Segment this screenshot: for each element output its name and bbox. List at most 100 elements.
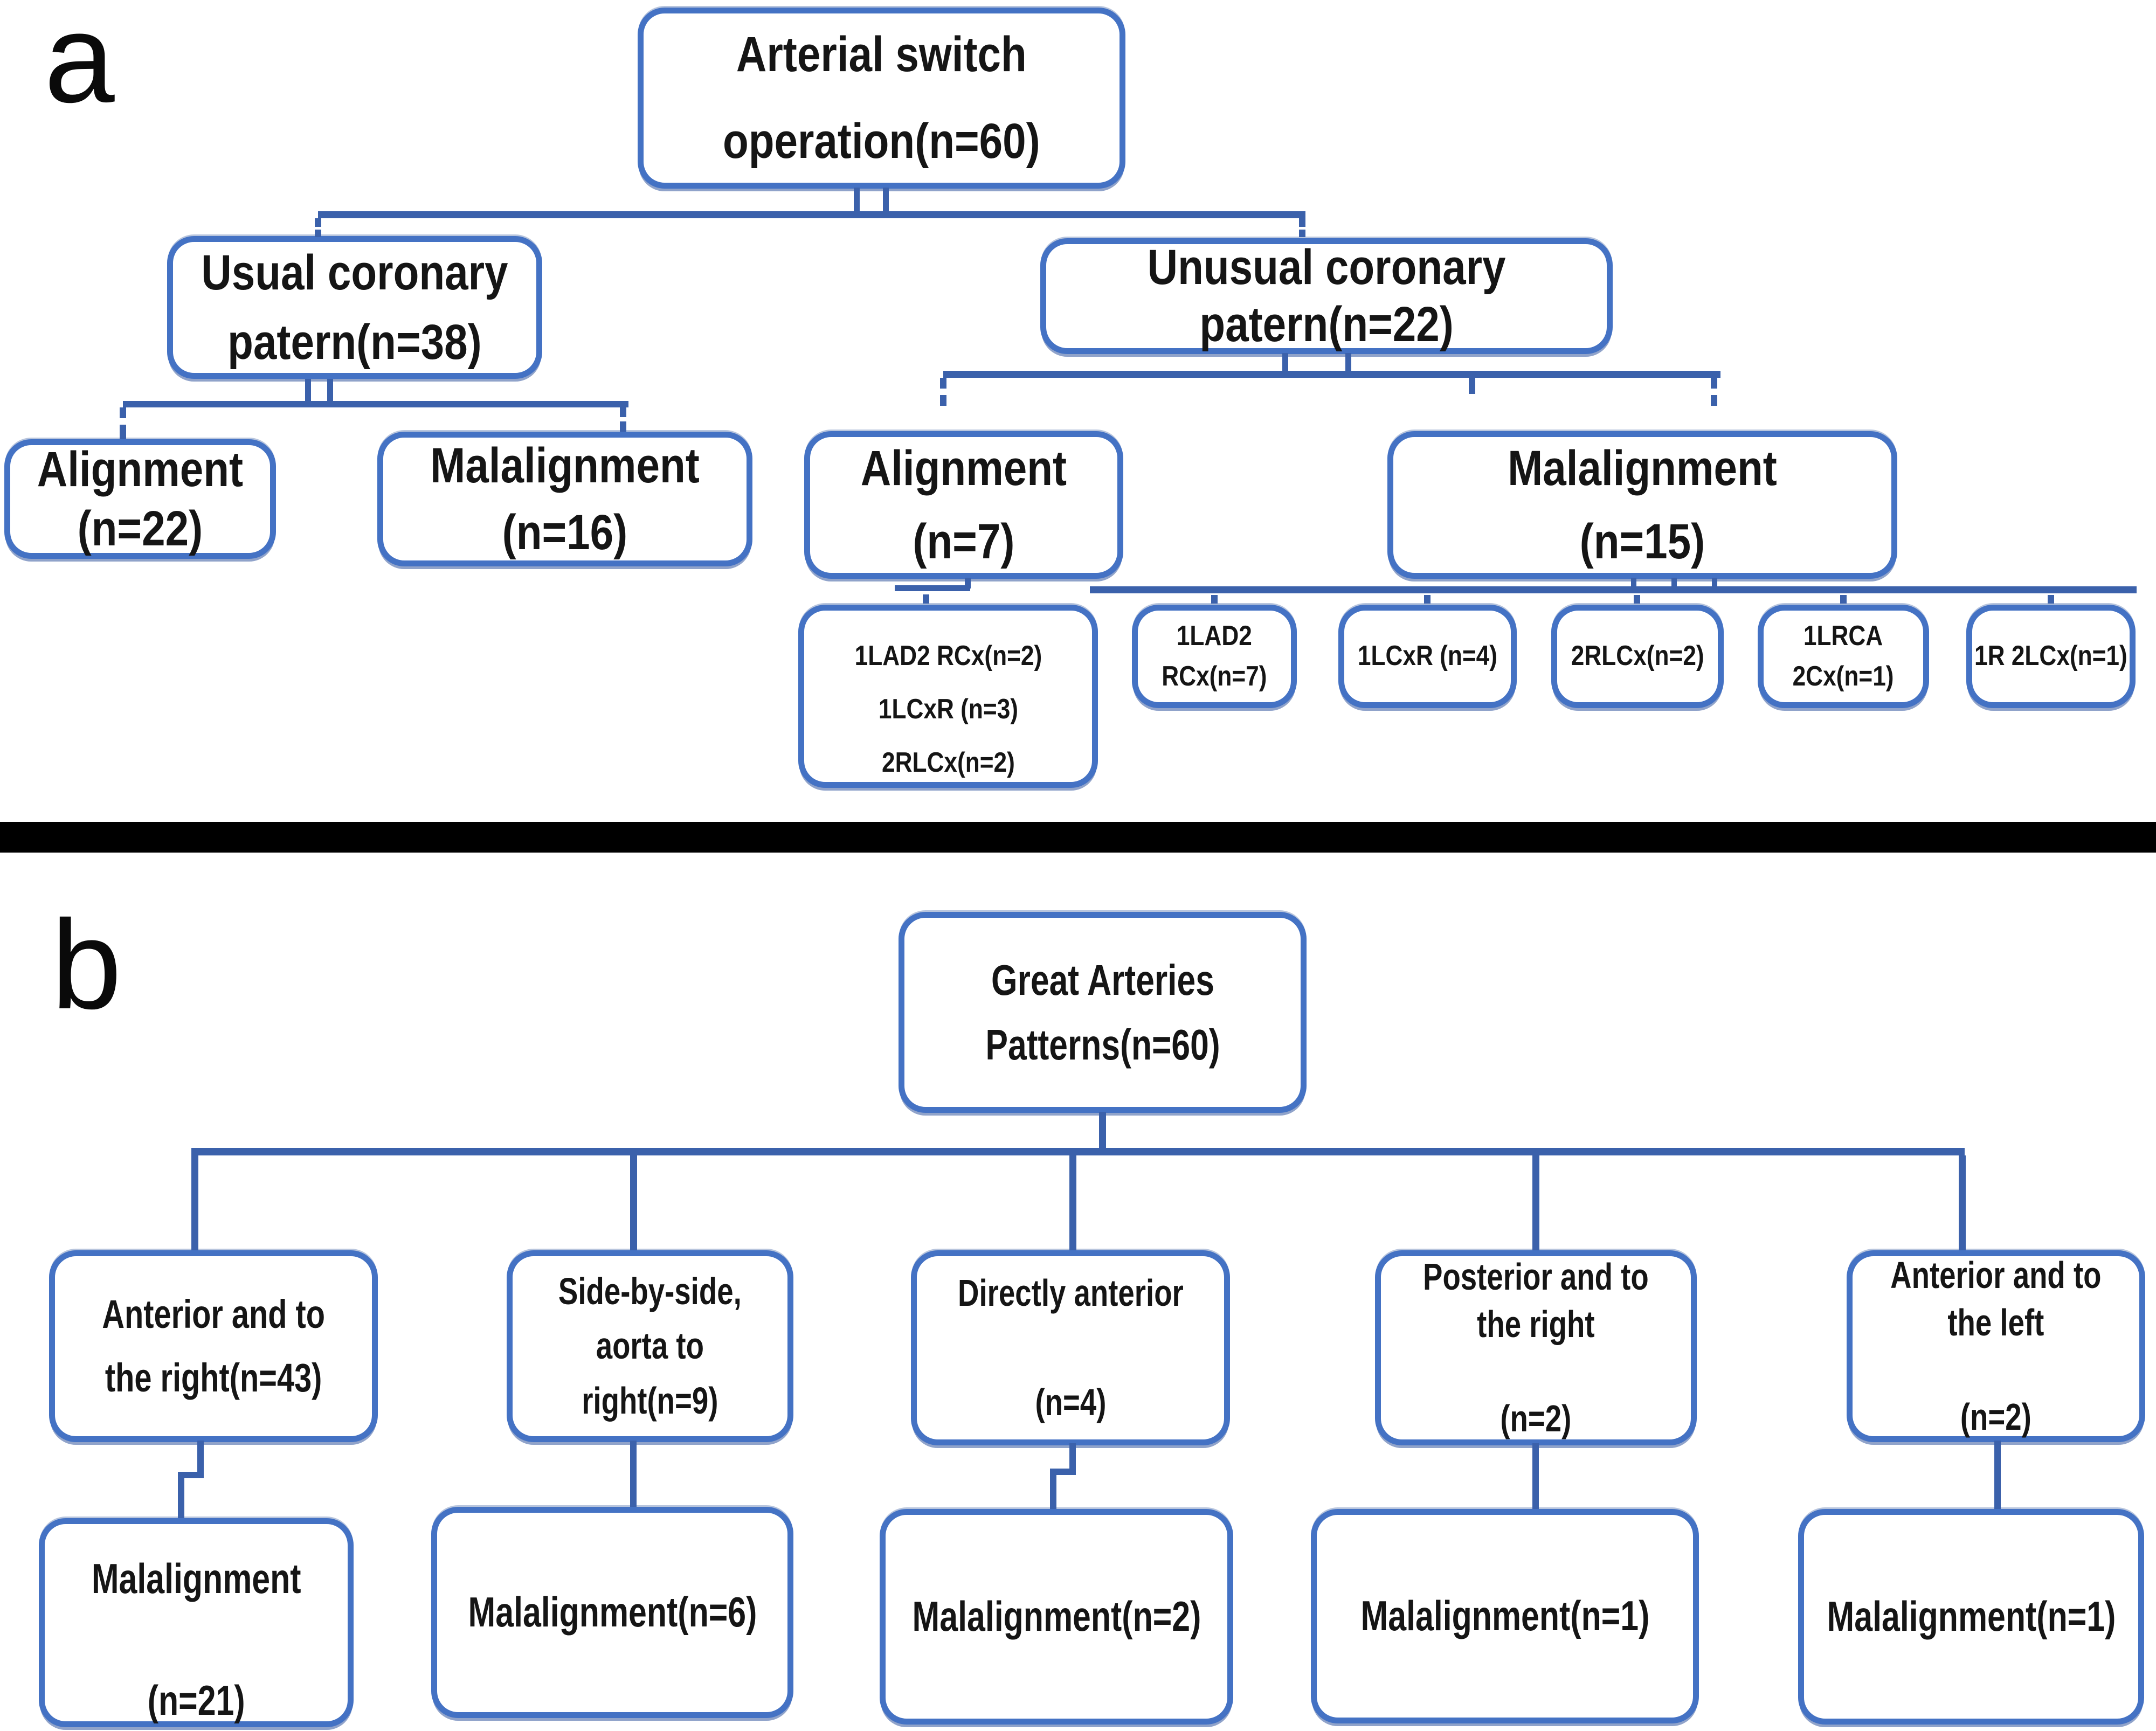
node-b-pattern-1: Anterior and to the right(n=43) [49,1250,378,1442]
node-b-pattern-5: Anterior and to the left (n=2) [1847,1250,2145,1442]
connector-line [1345,353,1351,375]
node-b-malalignment-5-label: Malalignment(n=1) [1827,1592,2116,1640]
connector-line [1299,218,1305,227]
connector-line [197,1441,204,1477]
connector-line [630,1441,637,1507]
connector-line [1069,1155,1076,1250]
node-a-usual-pattern: Usual coronary patern(n=38) [167,236,542,379]
connector-line [1050,1474,1056,1509]
node-a-unusual-malalignment: Malalignment (n=15) [1387,431,1897,579]
connector-line [318,211,1305,218]
node-b-pattern-4-label: Posterior and to the right (n=2) [1423,1256,1649,1439]
connector-line [1994,1441,2001,1509]
node-b-malalignment-3-label: Malalignment(n=2) [912,1592,1201,1640]
node-b-malalignment-2-label: Malalignment(n=6) [468,1588,757,1636]
node-a-alignment-subtypes-label: 1LAD2 RCx(n=2) 1LCxR (n=3) 2RLCx(n=2) [854,640,1042,778]
connector-line [1959,1155,1966,1250]
connector-line [854,188,860,213]
node-a-malalignment-subtype-5: 1R 2LCx(n=1) [1966,605,2136,708]
panel-a-label: a [44,0,115,129]
node-a-root: Arterial switch operation(n=60) [638,8,1125,189]
node-b-root: Great Arteries Patterns(n=60) [899,912,1307,1113]
node-a-unusual-alignment: Alignment (n=7) [804,431,1123,579]
node-a-malalignment-subtype-4-label: 1LRCA 2Cx(n=1) [1793,620,1894,692]
node-b-malalignment-3: Malalignment(n=2) [880,1509,1233,1725]
node-b-pattern-3-label: Directly anterior (n=4) [957,1271,1184,1423]
connector-line [178,1477,184,1518]
connector-line [1634,595,1640,604]
node-b-pattern-1-label: Anterior and to the right(n=43) [102,1291,325,1400]
connector-line [620,407,626,417]
node-a-malalignment-subtype-3: 2RLCx(n=2) [1551,605,1724,708]
connector-line [1532,1155,1539,1250]
node-b-root-label: Great Arteries Patterns(n=60) [985,955,1220,1069]
connector-line [965,578,971,588]
connector-line [327,379,333,403]
connector-line [1469,378,1475,394]
node-a-root-label: Arterial switch operation(n=60) [723,27,1040,169]
node-a-usual-malalignment: Malalignment (n=16) [377,432,752,566]
connector-line [1631,578,1636,587]
node-b-malalignment-2: Malalignment(n=6) [431,1507,793,1718]
connector-line [943,371,1720,378]
connector-line [178,1472,204,1478]
connector-line [1671,578,1677,587]
node-a-unusual-pattern: Unusual coronary patern(n=22) [1040,238,1613,354]
node-a-usual-alignment: Alignment (n=22) [4,439,276,559]
connector-line [1299,230,1305,237]
node-b-pattern-5-label: Anterior and to the left (n=2) [1890,1254,2102,1438]
node-b-malalignment-1: Malalignment (n=21) [39,1518,354,1727]
connector-line [1090,586,2137,593]
panel-b-label: b [51,894,122,1035]
connector-line [123,401,628,407]
connector-line [2048,595,2054,604]
connector-line [315,218,321,227]
connector-line [1532,1443,1539,1509]
node-b-malalignment-1-label: Malalignment (n=21) [91,1555,301,1725]
node-b-pattern-2-label: Side-by-side, aorta to right(n=9) [558,1270,742,1422]
connector-line [1211,595,1218,604]
connector-line [120,407,126,418]
panel-divider-bar [0,822,2156,853]
connector-line [305,379,311,403]
connector-line [940,395,946,406]
node-b-pattern-3: Directly anterior (n=4) [911,1250,1230,1445]
node-b-malalignment-4-label: Malalignment(n=1) [1360,1592,1649,1640]
connector-line [191,1155,198,1250]
connector-line [1840,595,1847,604]
connector-line [1099,1112,1106,1150]
connector-line [1050,1469,1076,1475]
connector-line [923,594,929,604]
connector-line [630,1155,637,1250]
node-a-usual-alignment-label: Alignment (n=22) [37,441,244,556]
node-a-malalignment-subtype-2-label: 1LCxR (n=4) [1357,640,1498,672]
connector-line [120,425,126,439]
node-a-usual-malalignment-label: Malalignment (n=16) [430,438,700,560]
connector-line [1069,1443,1076,1474]
connector-line [1711,378,1717,389]
connector-line [1712,578,1717,587]
node-b-malalignment-5: Malalignment(n=1) [1798,1509,2144,1725]
node-a-malalignment-subtype-1: 1LAD2 RCx(n=7) [1132,605,1297,708]
connector-line [1282,353,1288,375]
node-a-malalignment-subtype-4: 1LRCA 2Cx(n=1) [1758,605,1929,708]
node-a-malalignment-subtype-5-label: 1R 2LCx(n=1) [1974,640,2127,672]
connector-line [620,421,626,432]
connector-line [315,230,321,237]
node-a-malalignment-subtype-2: 1LCxR (n=4) [1338,605,1517,708]
node-a-unusual-malalignment-label: Malalignment (n=15) [1508,440,1777,569]
node-a-malalignment-subtype-1-label: 1LAD2 RCx(n=7) [1162,620,1267,692]
node-b-pattern-4: Posterior and to the right (n=2) [1375,1250,1697,1445]
connector-line [1424,595,1431,604]
connector-line [191,1148,1965,1155]
connector-line [895,585,970,591]
node-a-unusual-pattern-label: Unusual coronary patern(n=22) [1147,239,1506,352]
node-a-unusual-alignment-label: Alignment (n=7) [860,440,1067,569]
node-b-pattern-2: Side-by-side, aorta to right(n=9) [507,1250,793,1442]
node-a-usual-pattern-label: Usual coronary patern(n=38) [201,245,508,370]
node-b-malalignment-4: Malalignment(n=1) [1311,1509,1699,1723]
node-a-malalignment-subtype-3-label: 2RLCx(n=2) [1571,640,1704,672]
connector-line [940,378,946,389]
connector-line [883,188,889,213]
